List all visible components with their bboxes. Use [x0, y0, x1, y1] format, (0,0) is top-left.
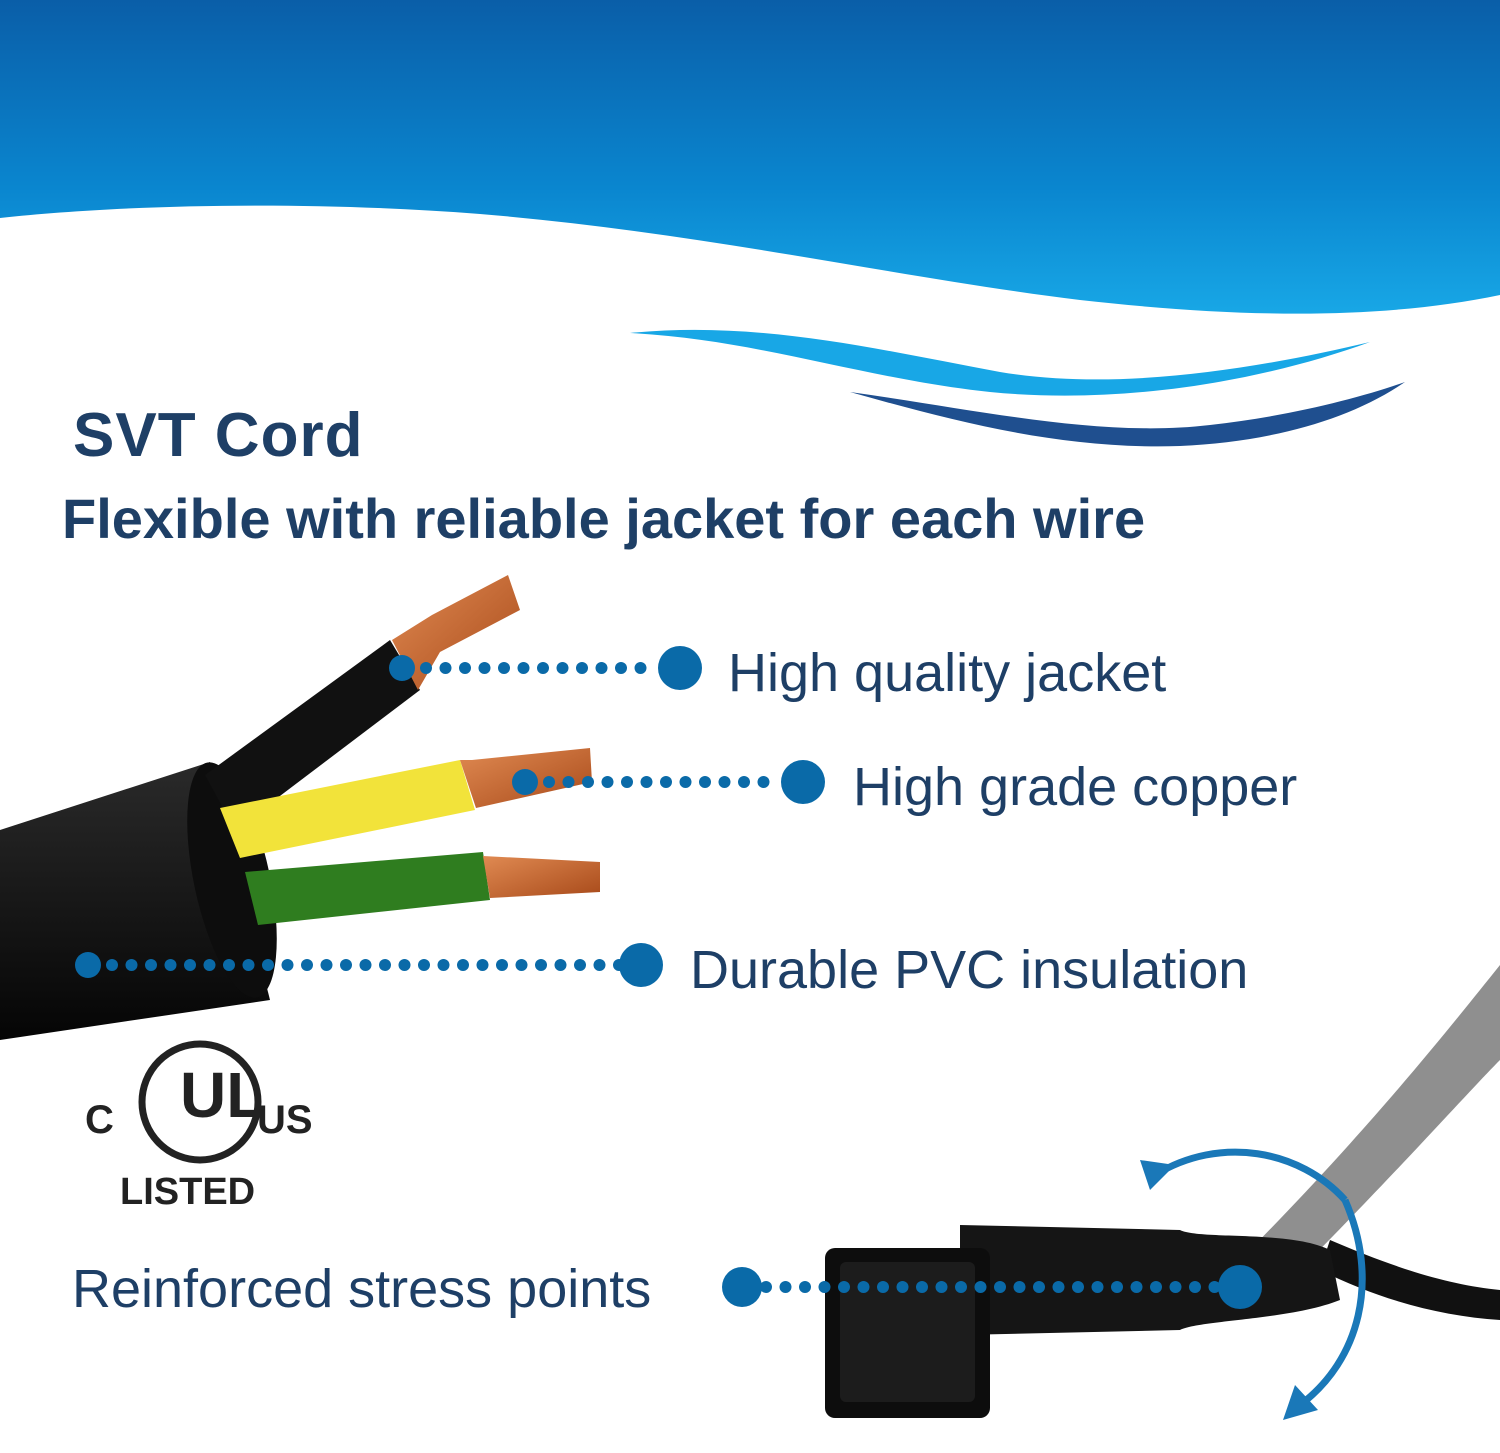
callout-high-grade-copper: High grade copper [853, 757, 1298, 817]
dark-swoosh [850, 382, 1405, 447]
ul-listed-label: LISTED [120, 1171, 256, 1213]
page-title: SVT Cord [73, 401, 364, 470]
multi-conductor-cable-image [0, 575, 600, 1040]
arrow-head-top [1140, 1160, 1175, 1190]
rotation-arrow-right [1297, 1198, 1366, 1408]
ul-c-mark: C [85, 1098, 114, 1142]
arrow-head-bottom [1283, 1385, 1318, 1420]
ul-logo-circle [138, 1040, 262, 1164]
ul-logo-letters: UL [180, 1059, 266, 1131]
rotation-arrow-top [1153, 1148, 1348, 1203]
page-subtitle: Flexible with reliable jacket for each w… [62, 487, 1146, 550]
ul-us-mark: US [257, 1098, 313, 1142]
ul-listed-badge: UL C US LISTED [80, 1035, 320, 1213]
iec-connector-image [825, 965, 1500, 1418]
light-swoosh [630, 329, 1370, 396]
top-wave-background [0, 0, 1500, 314]
callout-reinforced-stress-points: Reinforced stress points [72, 1259, 652, 1319]
callout-durable-pvc-insulation: Durable PVC insulation [690, 940, 1249, 1000]
callout-high-quality-jacket: High quality jacket [728, 643, 1167, 703]
